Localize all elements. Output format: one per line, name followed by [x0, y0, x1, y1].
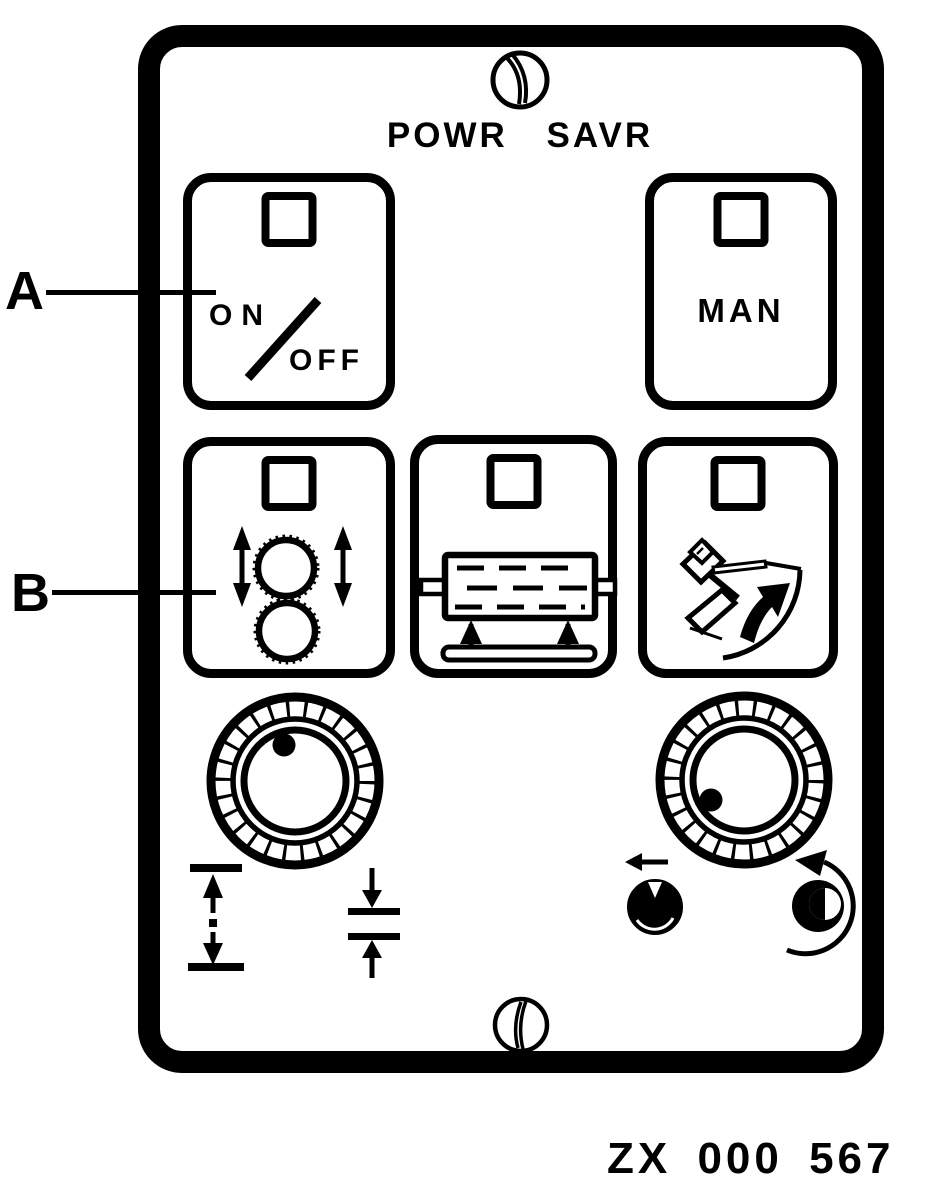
callout-b-label: B [11, 563, 50, 623]
bottom-screw-icon [492, 996, 550, 1054]
vertical-gap-range-icon [188, 864, 244, 971]
man-label: MAN [697, 292, 785, 329]
knob-position-dot [272, 733, 296, 757]
part-number: ZX 000 567 [607, 1134, 895, 1183]
top-screw-icon [490, 50, 550, 110]
indicator-square [710, 456, 766, 511]
rollers-button[interactable] [183, 437, 395, 678]
callout-a-line [46, 290, 216, 295]
drum-lift-icon [418, 551, 618, 663]
callout-a-label: A [5, 261, 44, 321]
man-button[interactable]: MAN [645, 173, 837, 410]
small-right-knob[interactable] [770, 842, 870, 960]
off-label: OFF [289, 344, 364, 377]
callout-b-line [52, 590, 216, 595]
indicator-square [486, 454, 541, 509]
slash-icon [244, 296, 322, 382]
indicator-square [261, 456, 317, 511]
on-off-button[interactable]: ON OFF [183, 173, 395, 410]
rotate-arrow-icon [786, 859, 856, 957]
arm-tilt-rotate-icon [679, 537, 803, 661]
left-adjust-knob[interactable] [203, 689, 387, 873]
arm-tilt-button[interactable] [638, 437, 838, 678]
thickness-gap-icon [348, 868, 400, 978]
on-label: ON [209, 299, 272, 332]
small-left-knob[interactable] [622, 846, 692, 938]
indicator-square [261, 192, 317, 247]
rollers-up-down-icon [233, 526, 352, 665]
right-adjust-knob[interactable] [652, 688, 836, 872]
knob-slot [648, 882, 662, 898]
knob-position-dot [699, 788, 723, 812]
indicator-square [713, 192, 769, 247]
panel-title: POWR SAVR [386, 116, 654, 155]
drum-lift-button[interactable] [410, 435, 618, 678]
